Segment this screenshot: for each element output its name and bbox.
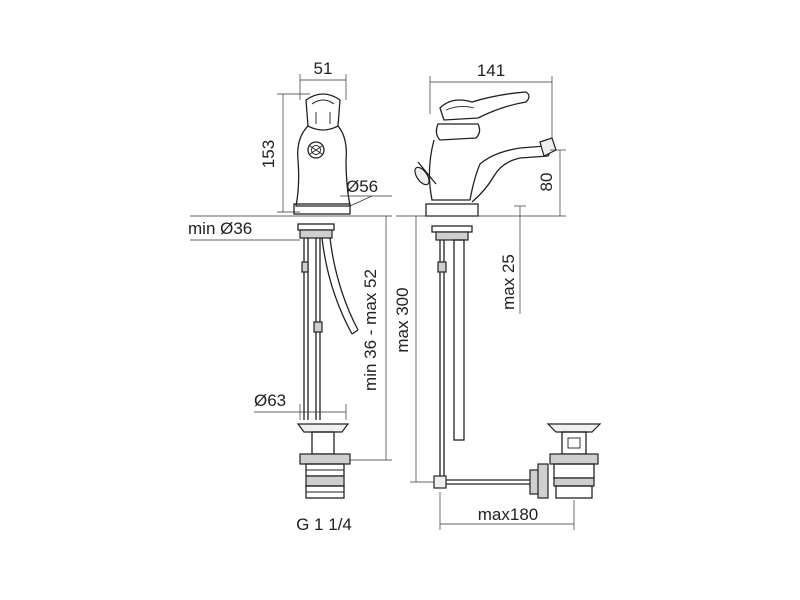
dim-max-25: max 25	[499, 205, 526, 314]
side-supply-pipes	[301, 237, 359, 420]
side-base: Ø56	[293, 177, 392, 215]
dim-front-height: 80	[496, 149, 566, 217]
front-view: 141 80	[393, 61, 602, 530]
side-aerator	[307, 141, 325, 159]
side-deck: min Ø36	[188, 215, 350, 241]
dim-max-180: max180	[439, 492, 575, 530]
dim-label-side-height: 153	[259, 140, 278, 168]
front-popup-rod	[437, 239, 465, 480]
dim-label-front-width: 141	[477, 61, 505, 80]
dim-label-max-300: max 300	[393, 287, 412, 352]
side-view: 51 153 Ø56	[188, 59, 392, 534]
dim-max-300: max 300	[393, 216, 440, 483]
dim-front-width: 141	[429, 61, 553, 150]
dim-label-min-hole: min Ø36	[188, 219, 252, 238]
front-pull-rod	[433, 463, 549, 499]
side-lever-head	[305, 93, 341, 131]
dim-label-front-height: 80	[537, 173, 556, 192]
dim-label-diameter-body: Ø56	[346, 177, 378, 196]
dim-label-max-25: max 25	[499, 254, 518, 310]
front-body	[414, 123, 557, 203]
front-drain	[546, 423, 602, 499]
dim-side-width: 51	[299, 59, 347, 100]
front-base	[425, 203, 479, 217]
dim-side-height: 153	[259, 93, 310, 213]
dim-label-max-180: max180	[478, 505, 538, 524]
dim-label-drain-diameter: Ø63	[254, 391, 286, 410]
dim-label-deck-range: min 36 - max 52	[361, 269, 380, 391]
side-drain: Ø63 G 1 1/4	[254, 391, 352, 534]
dim-deck-range: min 36 - max 52	[350, 215, 392, 461]
dim-label-side-width: 51	[314, 59, 333, 78]
dim-label-thread: G 1 1/4	[296, 515, 352, 534]
side-body	[295, 125, 351, 207]
front-lever	[439, 91, 530, 121]
